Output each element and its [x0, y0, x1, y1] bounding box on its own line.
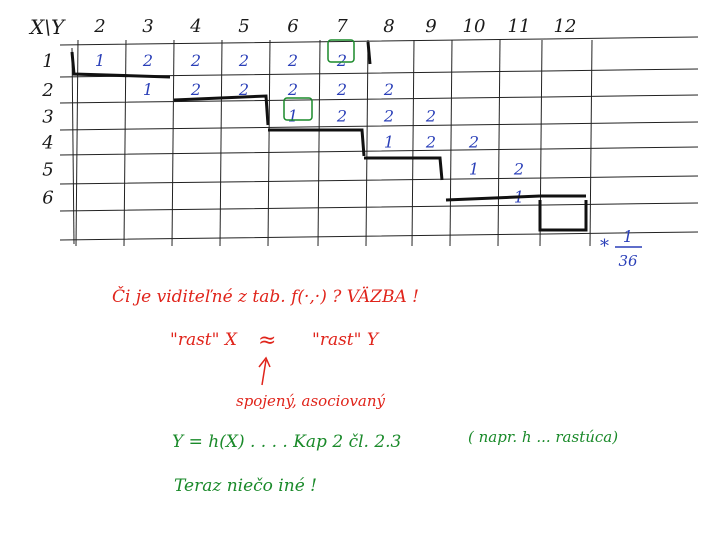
table-cell-value: 2 — [425, 107, 436, 126]
staircase-boundary — [70, 41, 588, 232]
function-relation: Y = h(X) . . . . Kap 2 čl. 2.3 — [172, 432, 402, 452]
grid-row-line — [59, 36, 699, 46]
y-header-label: 9 — [425, 16, 436, 37]
table-cell-value: 2 — [238, 80, 249, 99]
table-cell-value: 2 — [425, 133, 436, 152]
table-cell-value: 2 — [468, 133, 479, 152]
question-line: Či je viditeľné z tab. f(·,·) ? VÄZBA ! — [112, 287, 419, 307]
grid-row-line — [59, 231, 699, 241]
table-cell-value: 1 — [469, 160, 479, 179]
highlighted-cells — [283, 39, 355, 121]
grid-col-line — [497, 39, 501, 247]
table-cell-value: 1 — [143, 80, 153, 99]
staircase-stroke — [70, 51, 171, 79]
pointer-arrow — [258, 356, 271, 386]
grid-col-line — [449, 39, 453, 247]
table-cell-value: 2 — [190, 51, 201, 70]
x-header-label: 4 — [41, 133, 53, 154]
grid-col-line — [75, 39, 79, 247]
y-header-label: 10 — [463, 16, 486, 37]
staircase-stroke — [538, 200, 588, 232]
y-header-label: 11 — [508, 16, 531, 37]
staircase-stroke — [445, 194, 541, 202]
staircase-stroke — [268, 128, 366, 157]
y-header-label: 12 — [554, 16, 577, 37]
trend-x-label: "rast" X — [170, 330, 237, 350]
y-header-label: 4 — [189, 16, 201, 37]
table-cell-value: 2 — [336, 107, 347, 126]
x-header-label: 5 — [42, 160, 53, 181]
table-cell-value: 2 — [383, 107, 394, 126]
x-header-label: 1 — [42, 51, 53, 72]
table-cell-value: 1 — [384, 133, 394, 152]
factor-denominator: 36 — [618, 252, 638, 270]
grid-col-line — [411, 39, 415, 247]
table-cell-value: 2 — [287, 80, 298, 99]
table-cell-value: 2 — [287, 51, 298, 70]
grid-col-line — [317, 39, 321, 247]
corner-label: X\Y — [28, 15, 66, 39]
grid-col-line — [267, 39, 271, 247]
grid-col-line — [123, 39, 127, 247]
y-header-label: 5 — [238, 16, 249, 37]
factor-star: * — [600, 236, 609, 257]
table-cell-value: 1 — [95, 51, 105, 70]
factor-numerator: 1 — [623, 227, 633, 246]
table-cell-value: 2 — [336, 80, 347, 99]
y-header-label: 3 — [142, 16, 153, 37]
grid-col-line — [219, 39, 223, 247]
table-cell-value: 2 — [238, 51, 249, 70]
probability-factor: * 1 36 — [600, 227, 642, 270]
table-cell-value: 2 — [513, 160, 524, 179]
y-header-label: 2 — [93, 16, 105, 37]
approx-symbol: ≈ — [258, 328, 277, 353]
next-topic-note: Teraz niečo iné ! — [174, 476, 317, 496]
highlight-box — [283, 97, 313, 121]
table-cell-value: 2 — [190, 80, 201, 99]
table-cell-value: 2 — [336, 51, 347, 70]
function-remark: ( napr. h ... rastúca) — [468, 428, 619, 446]
probability-table-grid — [59, 36, 699, 247]
grid-col-line — [171, 39, 175, 247]
x-header-label: 6 — [42, 188, 53, 209]
grid-col-line — [365, 39, 369, 247]
x-header-label: 2 — [41, 80, 53, 101]
association-note: spojený, asociovaný — [236, 392, 385, 410]
x-header-label: 3 — [42, 107, 53, 128]
staircase-stroke — [366, 41, 372, 65]
grid-left-border — [71, 47, 75, 245]
y-header-label: 6 — [287, 16, 298, 37]
table-cell-value: 2 — [142, 51, 153, 70]
grid-col-line — [589, 39, 593, 247]
grid-row-line — [59, 175, 699, 185]
grid-row-line — [59, 121, 699, 131]
highlight-box — [327, 39, 355, 63]
table-cell-value: 1 — [288, 107, 298, 126]
grid-row-line — [59, 202, 699, 212]
y-header-label: 7 — [336, 16, 348, 37]
grid-row-line — [59, 94, 699, 104]
y-header-label: 8 — [383, 16, 394, 37]
staircase-stroke — [173, 94, 270, 126]
table-cell-value: 2 — [383, 80, 394, 99]
trend-y-label: "rast" Y — [312, 330, 379, 350]
staircase-stroke — [364, 156, 444, 181]
grid-row-line — [59, 146, 699, 156]
